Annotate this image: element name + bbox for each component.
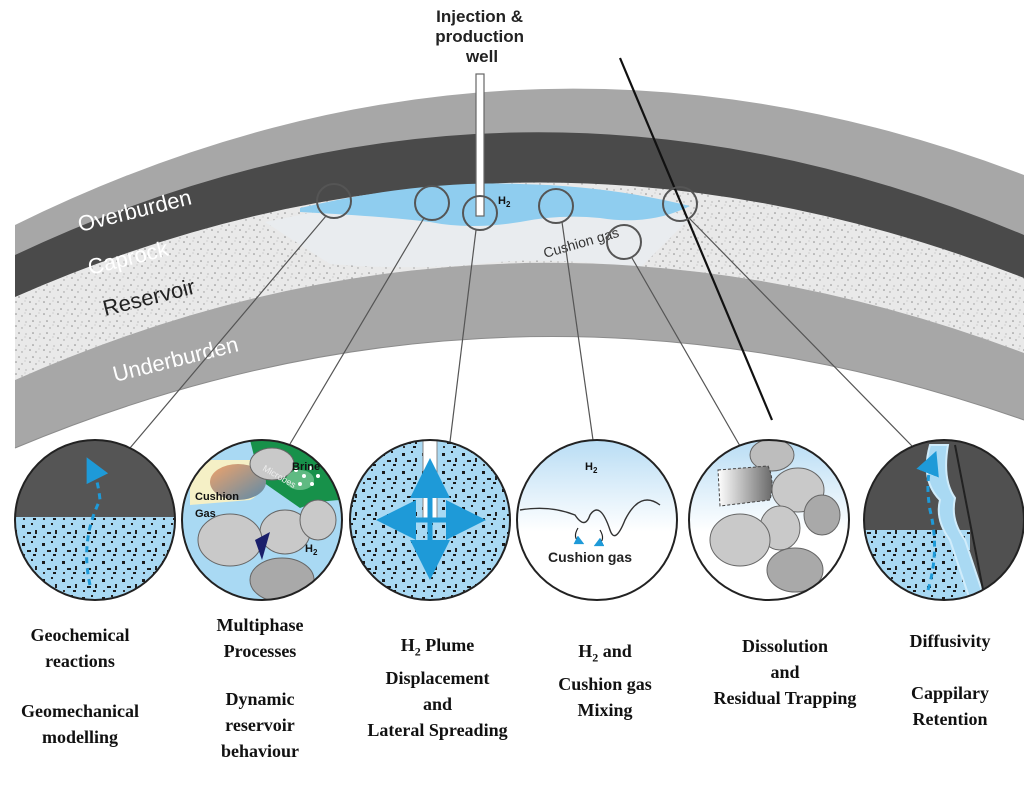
caption-geochemical: Geochemical reactions Geomechanical mode… [5, 622, 155, 750]
caption-line: Processes [223, 641, 297, 661]
brine-label: Brine [292, 461, 320, 473]
inset-mixing [517, 440, 677, 600]
caption-diffusivity: Diffusivity Cappilary Retention [880, 628, 1020, 732]
caption-line: modelling [41, 727, 118, 747]
caption-line: reactions [45, 651, 115, 671]
caption-line: Dynamic [225, 689, 295, 709]
well-label: Injection & production well [435, 7, 529, 66]
underburden-layer [15, 262, 1024, 448]
mixing-cushion-gas-label: Cushion gas [548, 549, 632, 565]
caption-line: H2 and [578, 641, 632, 665]
caption-line: Residual Trapping [713, 688, 857, 708]
marker-circles [316, 183, 698, 260]
caption-line: Geochemical [30, 625, 130, 645]
caption-line: Dissolution [741, 636, 829, 656]
caption-line: behaviour [220, 741, 299, 761]
inset-diffusivity [864, 440, 1024, 600]
inset-plume [350, 440, 510, 600]
caption-line: Geomechanical [21, 701, 139, 721]
caption-line: reservoir [225, 715, 295, 735]
caption-line: Displacement [385, 667, 490, 688]
mixing-h2-label: H2 [585, 461, 598, 475]
caprock-layer [15, 132, 1024, 300]
reservoir-layer [15, 182, 1024, 380]
geology-cross-section [14, 88, 1024, 449]
caption-line: Mixing [577, 699, 633, 720]
caption-line: Cappilary [910, 683, 989, 703]
fault-line [618, 57, 774, 421]
caption-line: and [422, 693, 453, 714]
well-pipe [475, 73, 485, 217]
caption-line: Lateral Spreading [367, 719, 508, 740]
caption-line: Retention [912, 709, 988, 729]
caption-line: Multiphase [216, 615, 304, 635]
reservoir-h2-label: H2 [498, 195, 511, 209]
cushion-gas-inset-label: Cushion Gas [195, 491, 242, 520]
overburden-layer [15, 88, 1024, 280]
inset-dissolution [689, 440, 849, 600]
caption-dissolution: Dissolution and Residual Trapping [690, 633, 880, 711]
caption-line: Cushion gas [558, 673, 652, 694]
caption-multiphase: Multiphase Processes Dynamic reservoir b… [185, 612, 335, 764]
caption-line: Diffusivity [909, 631, 991, 651]
connector-lines [129, 215, 913, 449]
inset-geochemical [15, 440, 175, 600]
migration-arrow [85, 457, 109, 586]
caption-line: H2 Plume [400, 635, 475, 659]
h2-inset-label: H2 [305, 543, 318, 557]
caption-mixing: H2 and Cushion gas Mixing [530, 638, 680, 723]
caption-line: and [770, 662, 800, 682]
caption-plume: H2 Plume Displacement and Lateral Spread… [345, 632, 530, 743]
